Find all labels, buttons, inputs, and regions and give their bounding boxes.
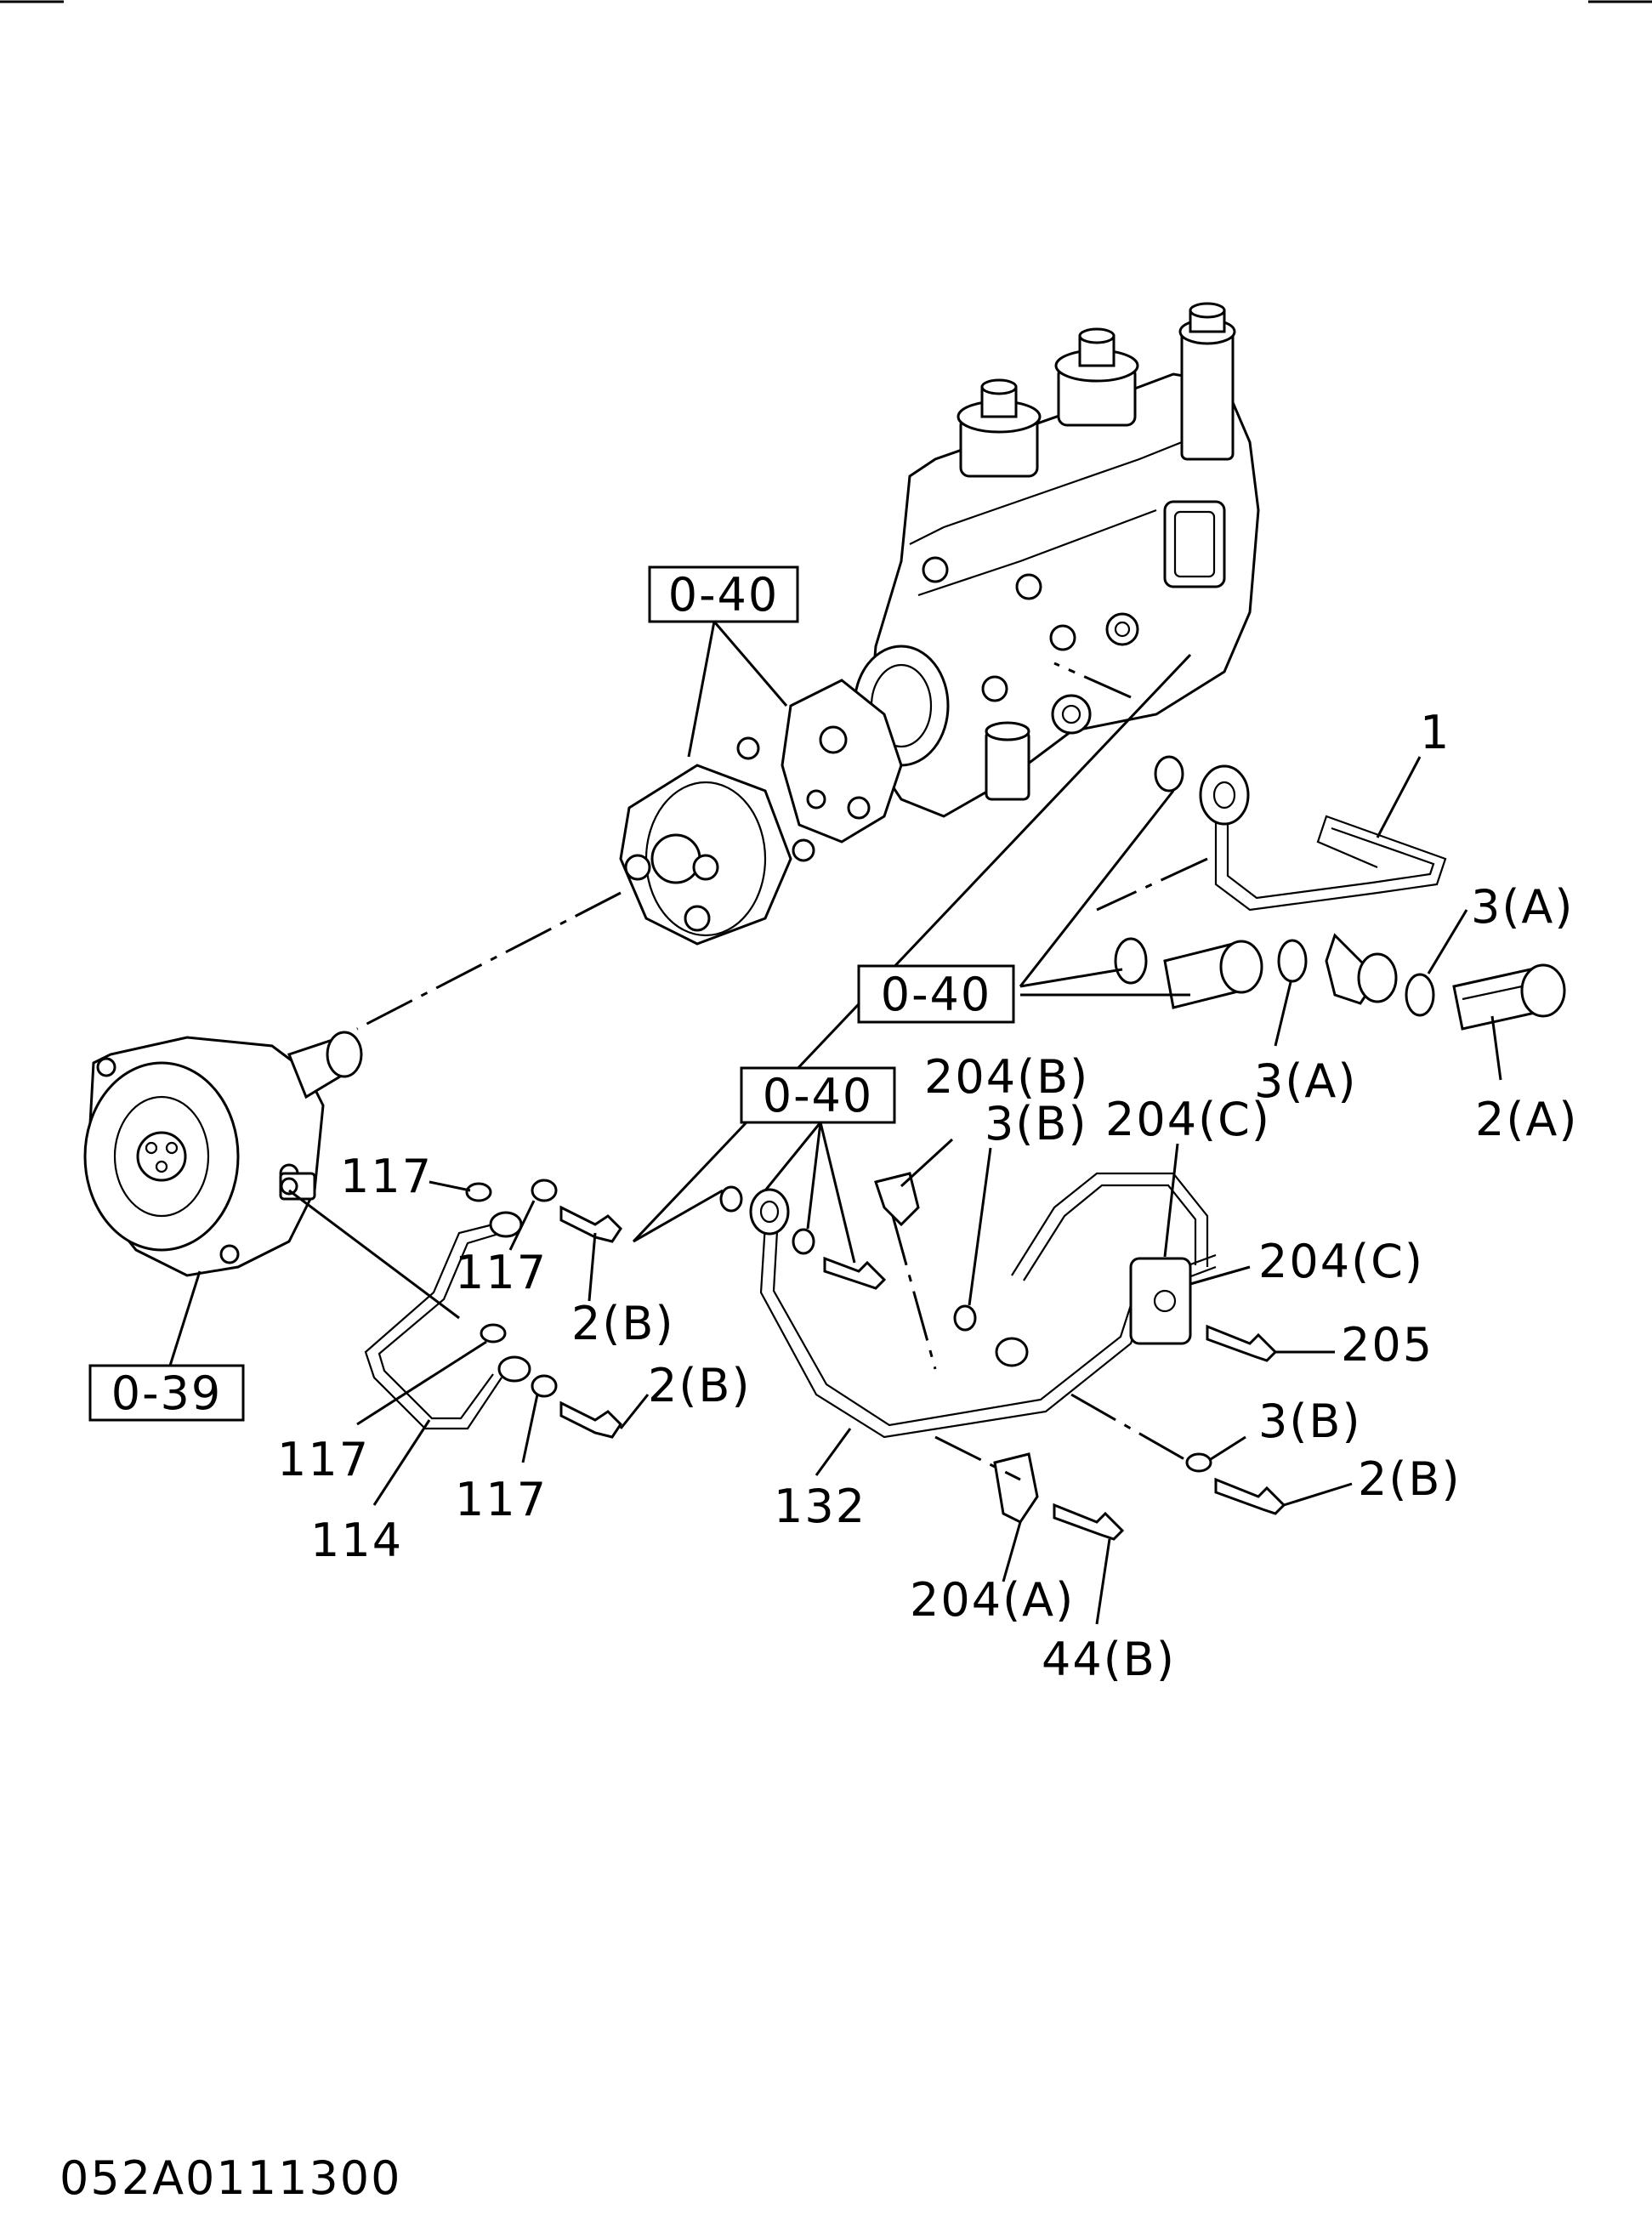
clamp-204c	[1129, 1257, 1192, 1345]
reference-box-0-40-center: 0-40	[740, 1066, 896, 1124]
callout-205: 205	[1341, 1318, 1433, 1372]
callout-3a-lower: 3(A)	[1254, 1054, 1357, 1108]
bolt-2b-right	[1214, 1477, 1286, 1515]
reference-box-0-39: 0-39	[88, 1364, 245, 1422]
washer-top	[1154, 755, 1184, 793]
callout-117-mid: 117	[455, 1246, 548, 1299]
reference-label: 0-39	[111, 1366, 223, 1420]
callout-3b-right: 3(B)	[1258, 1395, 1362, 1448]
callout-204c-right: 204(C)	[1258, 1235, 1424, 1288]
callout-44b: 44(B)	[1042, 1633, 1176, 1686]
callout-2b-right: 2(B)	[1358, 1452, 1462, 1506]
reference-label: 0-40	[668, 568, 780, 622]
callout-2a: 2(A)	[1475, 1093, 1578, 1146]
clamp-204b	[874, 1172, 920, 1227]
pipe-114	[364, 1211, 531, 1430]
pipe-1	[1199, 764, 1447, 1005]
gear-housing	[83, 1031, 363, 1277]
callout-114: 114	[310, 1514, 403, 1567]
left-pipe-fittings	[465, 1179, 622, 1439]
washer-3b-top	[953, 1304, 977, 1332]
callout-204a: 204(A)	[910, 1573, 1075, 1627]
reference-label: 0-40	[881, 968, 992, 1021]
callout-2b-mid: 2(B)	[571, 1297, 675, 1350]
banjo-bolt-2a	[1452, 963, 1566, 1031]
bolt-44b	[1053, 1503, 1125, 1541]
callout-117-top: 117	[340, 1150, 433, 1203]
bolt-205	[1206, 1324, 1278, 1362]
clamp-204a	[993, 1452, 1039, 1524]
callout-204b: 204(B)	[924, 1050, 1089, 1104]
callout-117-left: 117	[277, 1433, 370, 1486]
injection-pump	[619, 302, 1260, 946]
callout-3b-top: 3(B)	[985, 1097, 1088, 1150]
banjo-bolt-ref	[1114, 937, 1263, 1009]
reference-box-0-40-top: 0-40	[648, 565, 799, 623]
callout-117-bottom: 117	[455, 1473, 548, 1526]
washer-3a-right	[1405, 973, 1435, 1017]
reference-label: 0-40	[763, 1069, 874, 1122]
reference-box-0-40-mid: 0-40	[857, 964, 1015, 1024]
callout-132: 132	[774, 1480, 866, 1533]
callout-1: 1	[1420, 706, 1450, 759]
drawing-code: 052A0111300	[60, 2151, 402, 2205]
callout-204c-top: 204(C)	[1105, 1093, 1271, 1146]
callout-3a-right: 3(A)	[1471, 880, 1574, 934]
callout-2b-low: 2(B)	[648, 1359, 752, 1412]
washer-3a-lower	[1277, 939, 1308, 983]
washer-3b-right	[1185, 1452, 1212, 1473]
